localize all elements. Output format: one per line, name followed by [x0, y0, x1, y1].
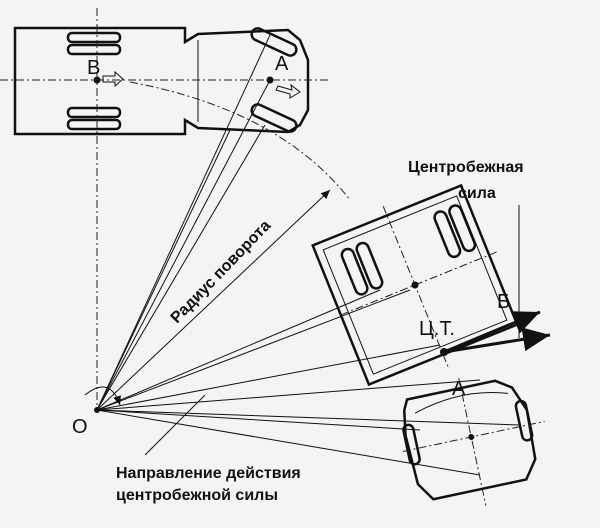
label-force-b: Б [497, 291, 510, 313]
label-turn-radius: Радиус поворота [168, 217, 275, 327]
front-wheels-top [250, 27, 298, 133]
cab-turning [402, 378, 545, 506]
label-point-a-bottom: А [452, 378, 466, 400]
label-direction-line2: центробежной силы [116, 487, 278, 504]
label-point-b: В [87, 57, 100, 79]
label-center-of-gravity: Ц.Т. [419, 318, 455, 340]
vehicle-turning [311, 183, 519, 387]
vehicle-top [0, 26, 330, 136]
label-point-a-top: А [275, 53, 289, 75]
label-point-o: О [72, 416, 88, 438]
label-centrifugal-force-line1: Центробежная [408, 159, 524, 176]
rear-wheels-top [66, 31, 122, 131]
label-direction-line1: Направление действия [116, 465, 301, 482]
label-centrifugal-force-line2: сила [458, 185, 496, 202]
force-arrows [440, 310, 551, 356]
point-o-marker [94, 407, 100, 413]
rear-wheels-turning [340, 204, 477, 296]
